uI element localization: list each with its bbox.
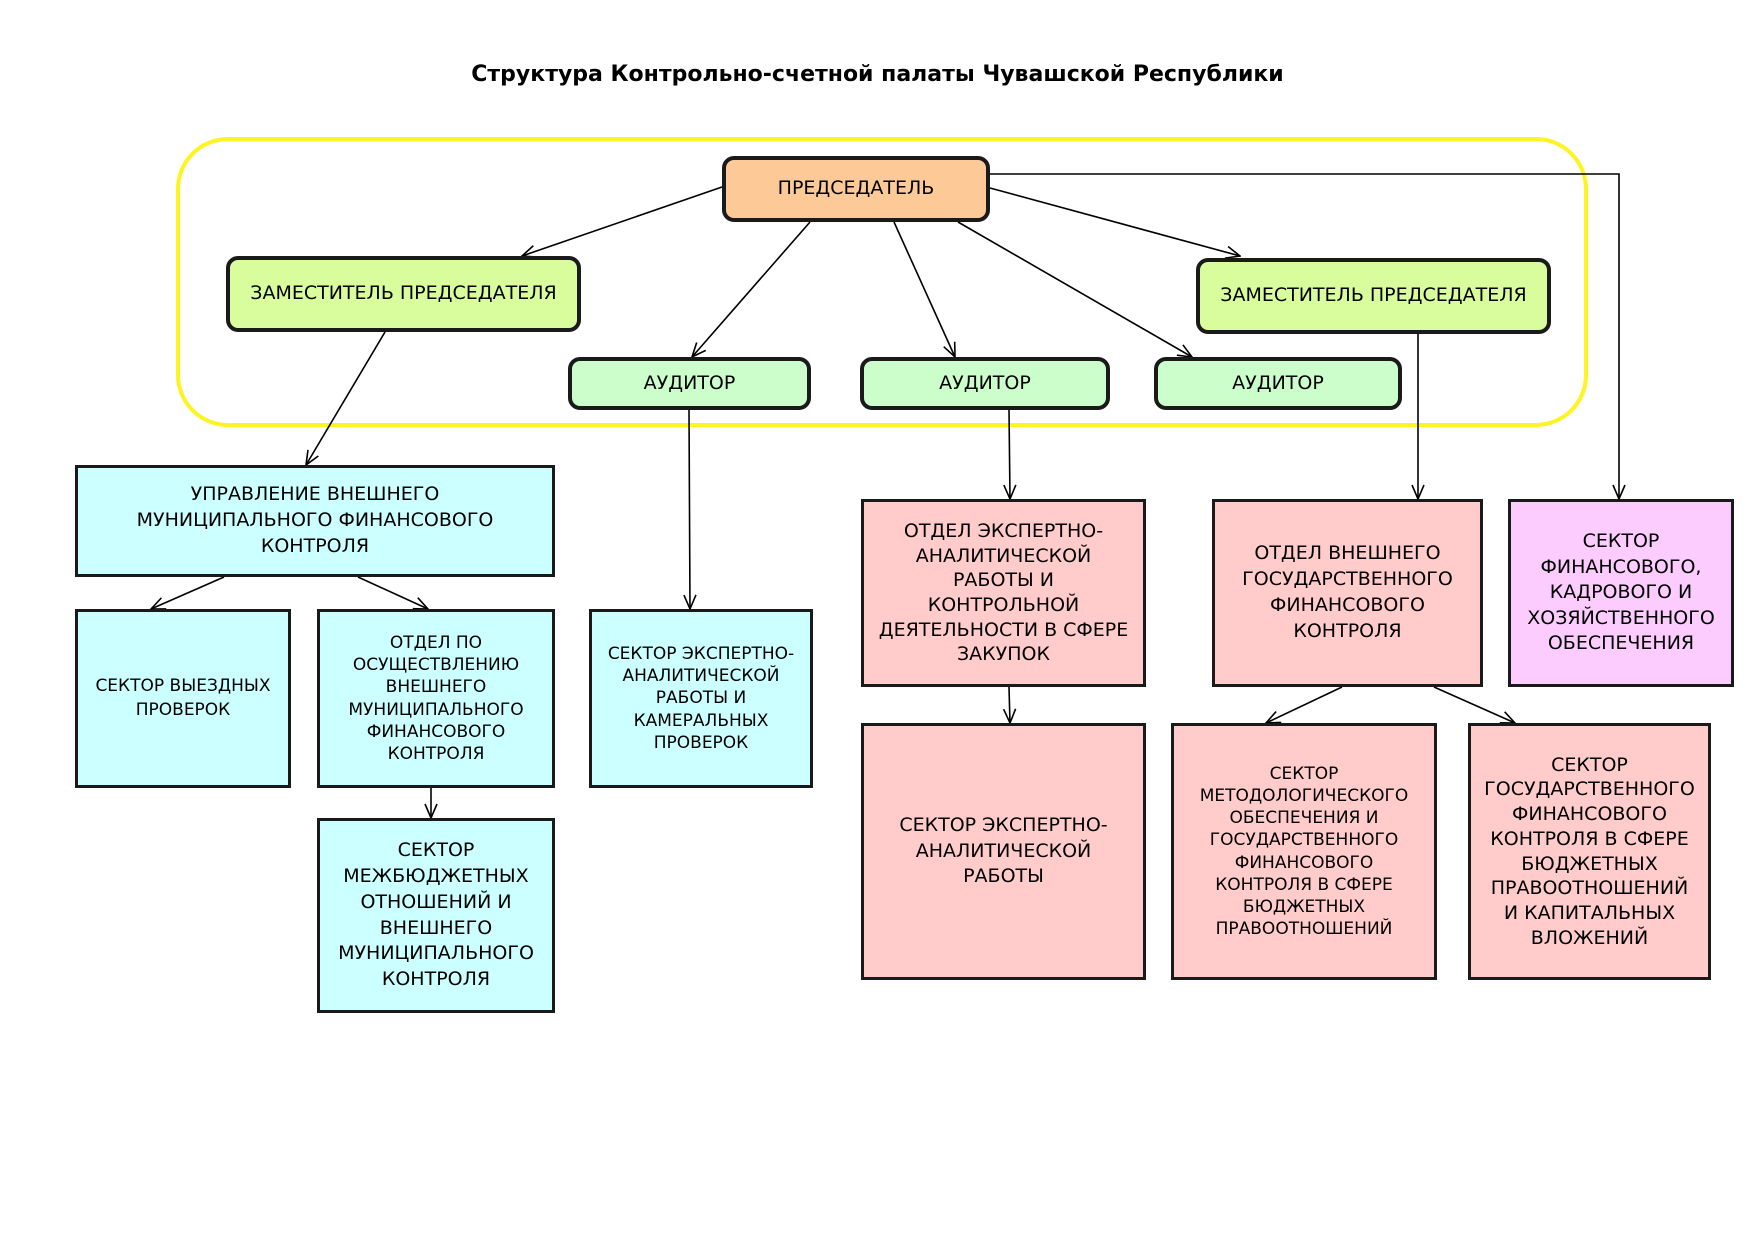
arrow-auditor-2-to-expert-procurement-department (1009, 409, 1010, 499)
leadership-group-outline (176, 137, 1588, 427)
arrow-expert-procurement-department-to-expert-analytical-sector (1009, 686, 1010, 723)
deputy-chairman-right-box: ЗАМЕСТИТЕЛЬ ПРЕДСЕДАТЕЛЯ (1196, 258, 1551, 334)
auditor-2-box: АУДИТОР (860, 357, 1110, 410)
chairman-box: ПРЕДСЕДАТЕЛЬ (722, 156, 990, 222)
arrow-state-control-department-to-methodology-sector (1266, 686, 1343, 723)
arrow-deputy-left-to-municipal-control-directorate (306, 331, 386, 465)
municipal-control-department-box: ОТДЕЛ ПО ОСУЩЕСТВЛЕНИЮ ВНЕШНЕГО МУНИЦИПА… (317, 609, 555, 788)
state-budget-control-sector-box: СЕКТОР ГОСУДАРСТВЕННОГО ФИНАНСОВОГО КОНТ… (1468, 723, 1711, 980)
arrow-chairman-to-finance-hr-sector (990, 173, 1619, 499)
municipal-control-directorate-box: УПРАВЛЕНИЕ ВНЕШНЕГО МУНИЦИПАЛЬНОГО ФИНАН… (75, 465, 555, 577)
arrow-municipal-control-directorate-to-field-inspections-sector (151, 576, 225, 609)
expert-cameral-inspections-sector-box: СЕКТОР ЭКСПЕРТНО- АНАЛИТИЧЕСКОЙ РАБОТЫ И… (589, 609, 813, 788)
expert-procurement-department-box: ОТДЕЛ ЭКСПЕРТНО- АНАЛИТИЧЕСКОЙ РАБОТЫ И … (861, 499, 1146, 687)
arrow-chairman-to-deputy-left (522, 186, 723, 256)
arrow-chairman-to-auditor-1 (692, 221, 811, 357)
field-inspections-sector-box: СЕКТОР ВЫЕЗДНЫХ ПРОВЕРОК (75, 609, 291, 788)
diagram-title: Структура Контрольно-счетной палаты Чува… (471, 62, 1284, 87)
finance-hr-support-sector-box: СЕКТОР ФИНАНСОВОГО, КАДРОВОГО И ХОЗЯЙСТВ… (1508, 499, 1734, 687)
expert-analytical-sector-box: СЕКТОР ЭКСПЕРТНО- АНАЛИТИЧЕСКОЙ РАБОТЫ (861, 723, 1146, 980)
arrow-auditor-1-to-expert-cameral-sector (689, 409, 690, 609)
interbudget-relations-sector-box: СЕКТОР МЕЖБЮДЖЕТНЫХ ОТНОШЕНИЙ И ВНЕШНЕГО… (317, 818, 555, 1013)
methodology-sector-box: СЕКТОР МЕТОДОЛОГИЧЕСКОГО ОБЕСПЕЧЕНИЯ И Г… (1171, 723, 1437, 980)
arrow-chairman-to-auditor-3 (957, 221, 1192, 357)
deputy-chairman-left-box: ЗАМЕСТИТЕЛЬ ПРЕДСЕДАТЕЛЯ (226, 256, 581, 332)
arrow-municipal-control-directorate-to-municipal-control-department (357, 576, 428, 609)
arrow-chairman-to-deputy-right (989, 187, 1240, 256)
arrow-state-control-department-to-state-budget-control-sector (1433, 686, 1515, 723)
auditor-1-box: АУДИТОР (568, 357, 811, 410)
auditor-3-box: АУДИТОР (1154, 357, 1402, 410)
state-control-department-box: ОТДЕЛ ВНЕШНЕГО ГОСУДАРСТВЕННОГО ФИНАНСОВ… (1212, 499, 1483, 687)
arrow-chairman-to-auditor-2 (893, 221, 955, 357)
